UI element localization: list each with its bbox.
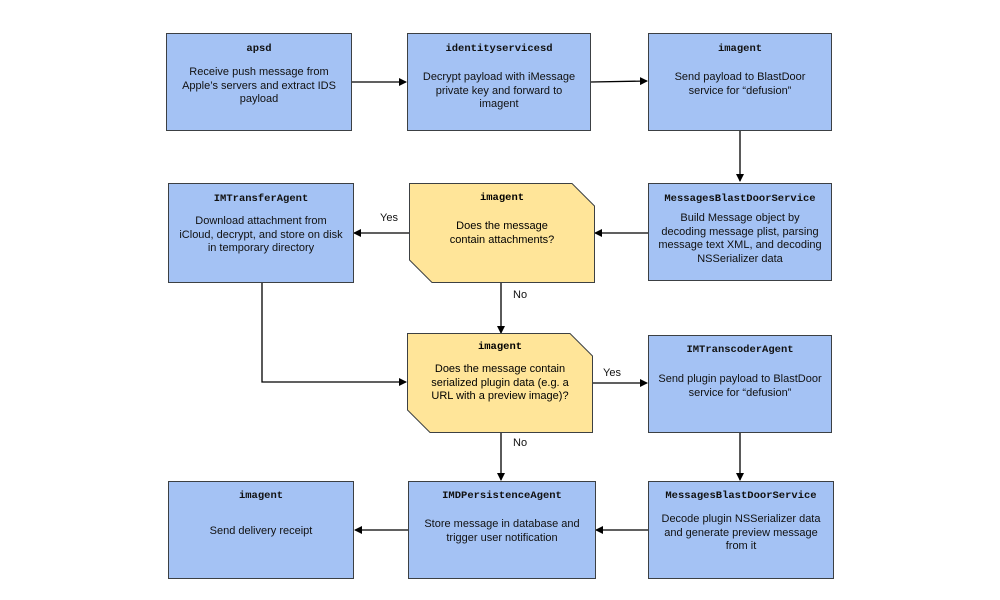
node-title: MessagesBlastDoorService	[664, 193, 816, 205]
node-title: MessagesBlastDoorService	[665, 490, 817, 502]
node-title: imagent	[238, 490, 284, 502]
node-description: Send plugin payload to BlastDoor service…	[658, 373, 822, 399]
node-description: Send delivery receipt	[209, 525, 313, 537]
node-title: identityservicesd	[445, 43, 553, 55]
decision-title: imagent	[479, 192, 525, 204]
decision-attachments: imagent Does the message contain attachm…	[409, 183, 595, 283]
node-description: Send payload to BlastDoor service for “d…	[674, 71, 806, 97]
node-description: Receive push message from Apple’s server…	[182, 66, 336, 105]
decision-shape	[407, 333, 593, 433]
node-imtranscoderagent: IMTranscoderAgent Send plugin payload to…	[648, 335, 832, 433]
node-title: imagent	[717, 43, 763, 55]
node-messagesblastdoorservice-2: MessagesBlastDoorService Decode plugin N…	[648, 481, 834, 579]
node-description: Build Message object by decoding message…	[658, 212, 822, 265]
node-title: IMTransferAgent	[213, 193, 309, 205]
edge-ids-to-imagent	[590, 77, 648, 86]
decision-shape	[409, 183, 595, 283]
node-apsd: apsd Receive push message from Apple’s s…	[166, 33, 352, 131]
node-description: Decrypt payload with iMessage private ke…	[422, 71, 576, 110]
edge-label-plugin-yes: Yes	[603, 367, 621, 379]
edge-label-attachments-no: No	[513, 289, 528, 301]
node-imdpersistenceagent: IMDPersistenceAgent Store message in dat…	[408, 481, 596, 579]
node-title: apsd	[246, 43, 272, 55]
edge-transfer-to-decision2	[261, 283, 407, 386]
node-title: IMDPersistenceAgent	[442, 490, 562, 502]
decision-question: Does the message contain attachments?	[449, 220, 555, 246]
decision-question: Does the message contain serialized plug…	[431, 363, 569, 402]
node-messagesblastdoorservice-1: MessagesBlastDoorService Build Message o…	[648, 183, 832, 281]
node-identityservicesd: identityservicesd Decrypt payload with i…	[407, 33, 591, 131]
node-description: Download attachment from iCloud, decrypt…	[179, 215, 343, 254]
node-description: Store message in database and trigger us…	[424, 518, 580, 544]
node-imagent-send-blastdoor: imagent Send payload to BlastDoor servic…	[648, 33, 832, 131]
node-imtransferagent: IMTransferAgent Download attachment from…	[168, 183, 354, 283]
decision-title: imagent	[477, 341, 523, 353]
node-imagent-delivery-receipt: imagent Send delivery receipt	[168, 481, 354, 579]
decision-plugin-data: imagent Does the message contain seriali…	[407, 333, 593, 433]
node-description: Decode plugin NSSerializer data and gene…	[661, 513, 821, 552]
edge-label-plugin-no: No	[513, 437, 528, 449]
edge-label-attachments-yes: Yes	[380, 212, 398, 224]
node-title: IMTranscoderAgent	[686, 344, 794, 356]
